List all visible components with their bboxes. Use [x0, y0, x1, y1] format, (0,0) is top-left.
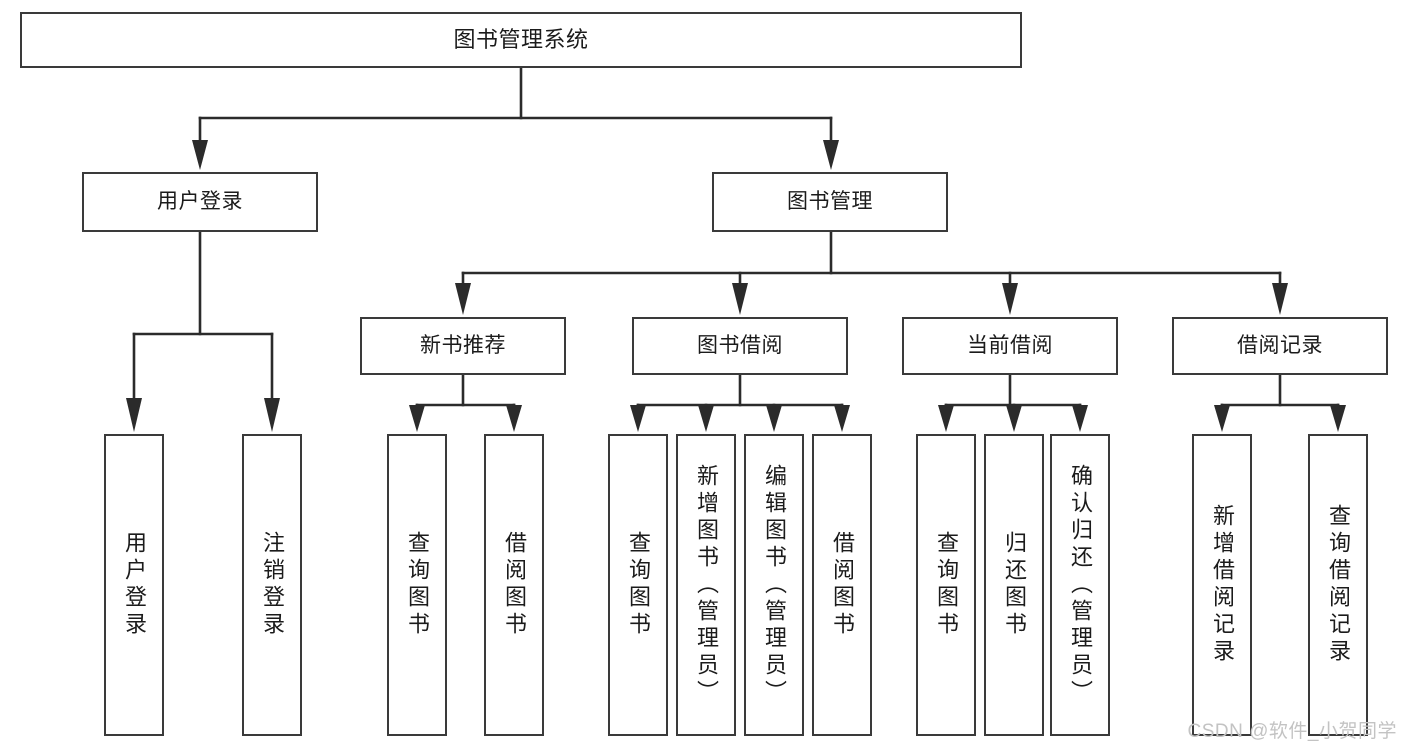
- node-label: 编辑图书（管理员）: [762, 463, 787, 707]
- node-label: 借阅图书: [502, 531, 527, 639]
- node-label: 查询图书: [626, 531, 651, 639]
- node-label: 查询图书: [405, 531, 430, 639]
- leaf-borrow-record-add-record[interactable]: 新增借阅记录: [1192, 434, 1252, 736]
- leaf-current-borrow-confirm-return-admin[interactable]: 确认归还（管理员）: [1050, 434, 1110, 736]
- node-borrow-record[interactable]: 借阅记录: [1172, 317, 1388, 375]
- leaf-current-borrow-return-book[interactable]: 归还图书: [984, 434, 1044, 736]
- leaf-book-borrow-edit-book-admin[interactable]: 编辑图书（管理员）: [744, 434, 804, 736]
- node-label: 图书管理: [787, 189, 873, 213]
- leaf-user-login-logout[interactable]: 注销登录: [242, 434, 302, 736]
- leaf-new-book-query-book[interactable]: 查询图书: [387, 434, 447, 736]
- node-label: 确认归还（管理员）: [1068, 463, 1093, 707]
- node-book-management[interactable]: 图书管理: [712, 172, 948, 232]
- leaf-user-login-login[interactable]: 用户登录: [104, 434, 164, 736]
- node-current-borrow[interactable]: 当前借阅: [902, 317, 1118, 375]
- node-label: 图书借阅: [697, 333, 783, 357]
- leaf-current-borrow-query-book[interactable]: 查询图书: [916, 434, 976, 736]
- node-label: 图书管理系统: [453, 27, 589, 53]
- node-label: 用户登录: [122, 531, 147, 639]
- node-label: 用户登录: [157, 189, 243, 213]
- node-label: 查询借阅记录: [1326, 504, 1351, 666]
- node-label: 注销登录: [260, 531, 285, 639]
- node-label: 新书推荐: [420, 333, 506, 357]
- leaf-book-borrow-borrow-book[interactable]: 借阅图书: [812, 434, 872, 736]
- node-book-borrow[interactable]: 图书借阅: [632, 317, 848, 375]
- node-user-login[interactable]: 用户登录: [82, 172, 318, 232]
- node-label: 借阅记录: [1237, 333, 1323, 357]
- leaf-new-book-borrow-book[interactable]: 借阅图书: [484, 434, 544, 736]
- leaf-book-borrow-add-book-admin[interactable]: 新增图书（管理员）: [676, 434, 736, 736]
- leaf-book-borrow-query-book[interactable]: 查询图书: [608, 434, 668, 736]
- node-label: 借阅图书: [830, 531, 855, 639]
- node-label: 新增借阅记录: [1210, 504, 1235, 666]
- csdn-watermark: CSDN @软件_小贺同学: [1187, 721, 1397, 742]
- node-label: 当前借阅: [967, 333, 1053, 357]
- node-label: 归还图书: [1002, 531, 1027, 639]
- node-root-book-management-system[interactable]: 图书管理系统: [20, 12, 1022, 68]
- leaf-borrow-record-query-record[interactable]: 查询借阅记录: [1308, 434, 1368, 736]
- node-label: 新增图书（管理员）: [694, 463, 719, 707]
- node-new-book-recommend[interactable]: 新书推荐: [360, 317, 566, 375]
- node-label: 查询图书: [934, 531, 959, 639]
